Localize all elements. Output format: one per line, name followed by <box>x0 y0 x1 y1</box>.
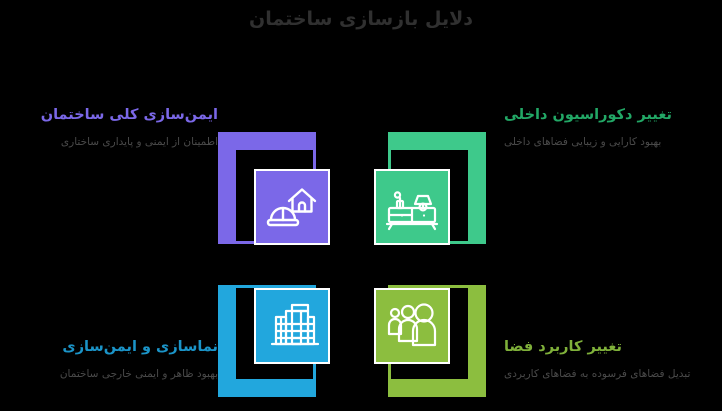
page-title: دلایل بازسازی ساختمان <box>249 8 473 30</box>
quadrant-subtitle-top-left: اطمینان از ایمنی و پایداری ساختاری <box>60 136 218 149</box>
quadrant-subtitle-top-right: بهبود کارایی و زیبایی فضاهای داخلی <box>504 136 662 149</box>
quadrant-icon-tile-bottom-left[interactable] <box>254 288 330 364</box>
quadrant-text-bottom-right: تغییر کاربرد فضا تبدیل فضاهای فرسوده به … <box>504 338 718 382</box>
quadrant-heading-top-right: تغییر دکوراسیون داخلی <box>504 107 672 123</box>
furniture-lamp-icon <box>384 182 440 232</box>
quadrant-icon-tile-top-right[interactable] <box>374 169 450 245</box>
quadrant-text-bottom-left: نماسازی و ایمن‌سازی بهبود ظاهر و ایمنی خ… <box>4 338 218 382</box>
people-group-icon <box>385 301 439 351</box>
quadrant-icon-tile-bottom-right[interactable] <box>374 288 450 364</box>
quadrant-heading-top-left: ایمن‌سازی کلی ساختمان <box>40 107 218 123</box>
quadrant-heading-bottom-right: تغییر کاربرد فضا <box>504 339 622 355</box>
quadrant-subtitle-bottom-right: تبدیل فضاهای فرسوده به فضاهای کاربردی <box>504 368 691 381</box>
house-hardhat-icon <box>264 181 320 233</box>
office-building-icon <box>265 300 319 352</box>
quadrant-icon-tile-top-left[interactable] <box>254 169 330 245</box>
quadrant-heading-bottom-left: نماسازی و ایمن‌سازی <box>62 339 218 355</box>
quadrant-subtitle-bottom-left: بهبود ظاهر و ایمنی خارجی ساختمان <box>59 368 218 381</box>
quadrant-text-top-right: تغییر دکوراسیون داخلی بهبود کارایی و زیب… <box>504 106 718 150</box>
quadrant-text-top-left: ایمن‌سازی کلی ساختمان اطمینان از ایمنی و… <box>4 106 218 150</box>
